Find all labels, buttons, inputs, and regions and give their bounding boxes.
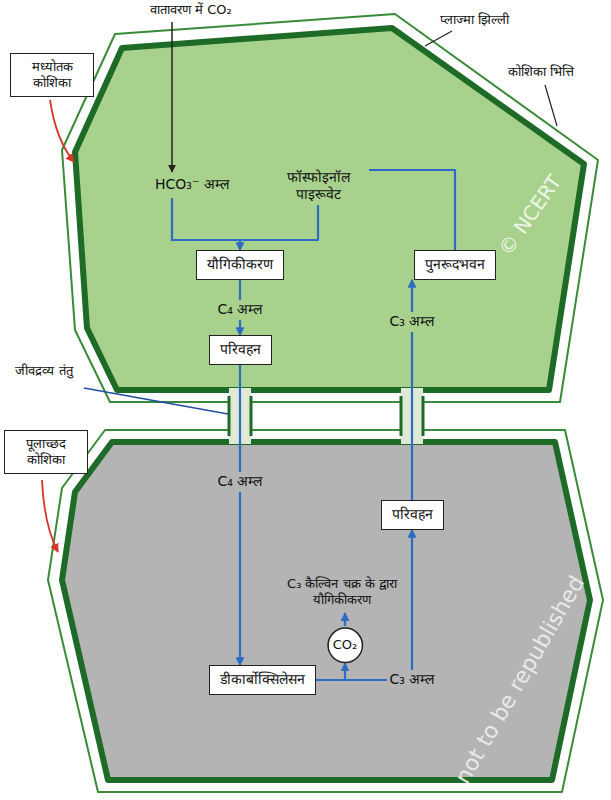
plasmodesma bbox=[422, 396, 425, 436]
label-text: कोशिका भित्ति bbox=[508, 64, 574, 80]
label-text: HCO₃⁻ अम्ल bbox=[155, 176, 229, 194]
edge-label: C₄ अम्ल bbox=[215, 300, 266, 320]
label-text: C₃ कैल्विन चक्र के द्वारा यौगिकीकरण bbox=[280, 576, 404, 609]
cell-wall bbox=[62, 14, 598, 402]
process-box: पुनरूदभवन bbox=[414, 250, 496, 280]
label-text: जीवद्रव्य तंतु bbox=[9, 363, 79, 379]
flow-arrow bbox=[316, 663, 346, 680]
process-box: परिवहन bbox=[381, 500, 444, 530]
co2-circle: CO₂ bbox=[327, 627, 364, 664]
edge-label: C₃ अम्ल bbox=[387, 312, 438, 332]
edge-label: C₃ अम्ल bbox=[387, 670, 438, 690]
node-text: यौगिकीकरण bbox=[207, 256, 273, 274]
calvin-arrow bbox=[344, 613, 346, 626]
node-text: पुनरूदभवन bbox=[425, 256, 485, 274]
node-text: पूलाच्छद कोशिका bbox=[15, 436, 77, 469]
plasmodesma bbox=[400, 396, 403, 436]
process-box: परिवहन bbox=[209, 335, 272, 365]
edge-label: C₄ अम्ल bbox=[215, 472, 266, 492]
node-text: मध्योतक कोशिका bbox=[21, 59, 83, 92]
label-text: प्लाज्मा झिल्ली bbox=[440, 12, 509, 28]
leader-line bbox=[545, 85, 557, 126]
circle-outline bbox=[328, 628, 362, 662]
leader-line bbox=[425, 31, 452, 46]
plasma-membrane bbox=[75, 28, 584, 390]
leader-line bbox=[84, 388, 228, 414]
process-box: डीकार्बोक्सिलेसन bbox=[209, 665, 316, 695]
plasma-membrane bbox=[62, 442, 590, 780]
node-text: परिवहन bbox=[392, 506, 433, 524]
flow-arrow bbox=[239, 365, 241, 666]
cell-wall bbox=[48, 430, 603, 792]
co2-arrow bbox=[171, 22, 173, 172]
node-text: परिवहन bbox=[220, 341, 261, 359]
process-box: यौगिकीकरण bbox=[196, 250, 284, 280]
pointer-arrow bbox=[50, 100, 74, 162]
label-text: वातावरण में CO₂ bbox=[150, 2, 232, 18]
cell-label-box: मध्योतक कोशिका bbox=[10, 53, 94, 98]
plasmodesma bbox=[228, 396, 231, 436]
cell-label-box: पूलाच्छद कोशिका bbox=[4, 430, 88, 475]
hco3-branch bbox=[172, 198, 240, 240]
edge-label: फॉस्फोइनॉल पाइरूवेट bbox=[267, 168, 369, 205]
node-text: CO₂ bbox=[333, 637, 358, 653]
plasmodesma bbox=[250, 396, 253, 436]
node-text: डीकार्बोक्सिलेसन bbox=[220, 671, 305, 689]
pointer-arrow bbox=[42, 480, 58, 552]
